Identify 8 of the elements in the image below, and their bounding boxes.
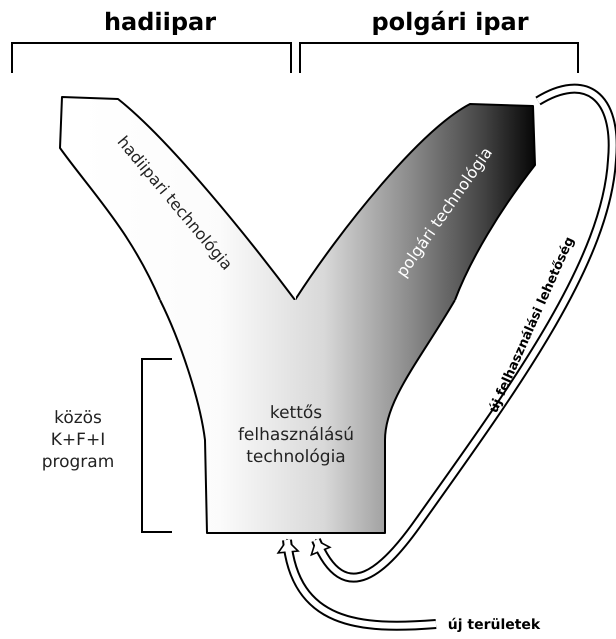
arm-shape [56,93,296,300]
text-label: új területek [448,617,540,633]
shape-label: kettős felhasználású technológia [236,402,356,468]
heading: hadiipar [104,8,216,36]
bracket-label: közös K+F+I program [40,406,116,474]
heading: polgári ipar [371,8,529,36]
hollow-arrow [312,84,616,582]
hollow-arrow [278,539,436,631]
